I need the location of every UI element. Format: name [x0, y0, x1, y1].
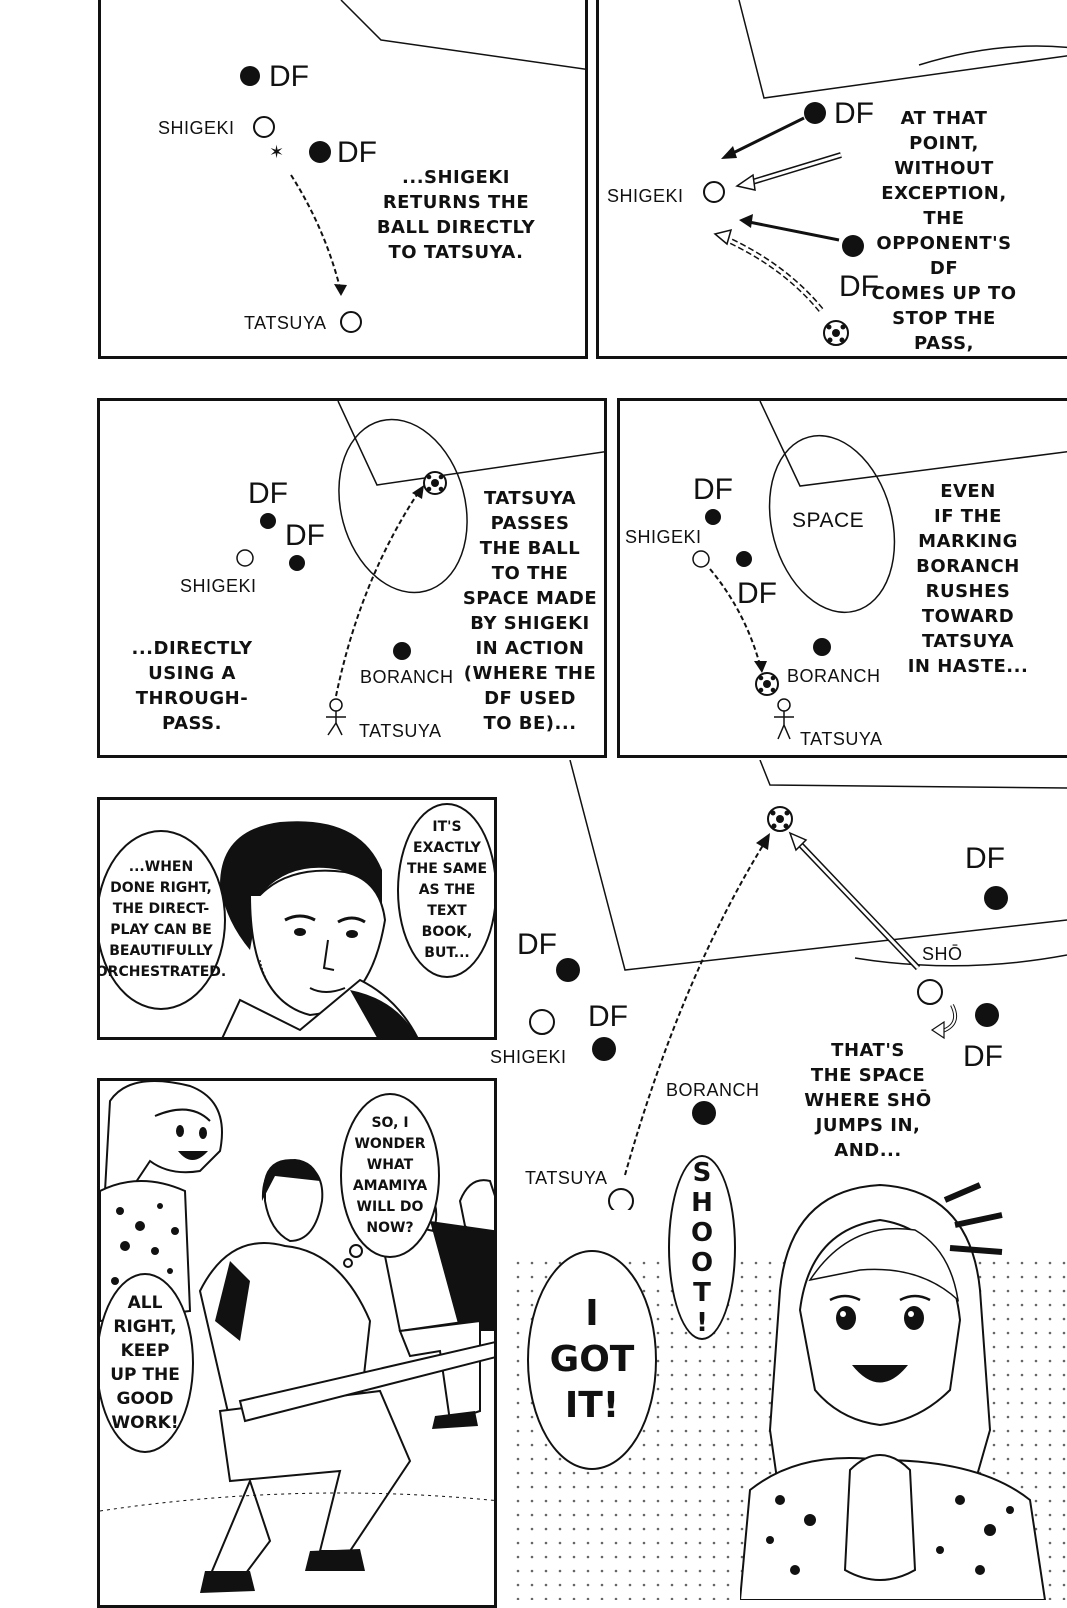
tactic-diagram-1: ✶ — [240, 0, 585, 333]
pass-arrow — [709, 568, 761, 666]
pass-arrow — [335, 492, 419, 697]
df-label: DF — [839, 270, 879, 303]
coach-illustration — [220, 821, 419, 1037]
df-player-marker — [705, 509, 721, 525]
df-player-marker — [309, 141, 331, 163]
speech-bubble-got-it: I GOT IT! — [527, 1250, 657, 1470]
boranch-player-marker — [393, 642, 411, 660]
shigeki-player-marker — [253, 116, 275, 138]
df-label: DF — [737, 577, 777, 610]
df-label: DF — [517, 928, 557, 961]
tatsuya-label: TATSUYA — [525, 1168, 608, 1188]
soccer-ball-icon — [767, 806, 793, 832]
tactic-diagram-2 — [703, 0, 1067, 346]
panel-bench: SO, I WONDER WHAT AMAMIYA WILL DO NOW? A… — [97, 1078, 497, 1608]
panel-through-pass: DF DF SHIGEKI BORANCH TATSUYA ...DIRECTL… — [97, 398, 607, 758]
speech-bubble-left: ...WHEN DONE RIGHT, THE DIRECT- PLAY CAN… — [100, 830, 226, 1010]
tactic-diagram-3 — [236, 401, 604, 736]
through-pass-arrow — [624, 841, 766, 1176]
tatsuya-figure — [326, 698, 346, 736]
narration-caption: AT THAT POINT, WITHOUT EXCEPTION, THE OP… — [871, 108, 1017, 354]
excitement-lines — [943, 1182, 1003, 1255]
coach-shirt — [221, 978, 419, 1037]
df-player-marker — [289, 555, 305, 571]
df-label: DF — [285, 519, 325, 552]
sho-player-marker — [917, 979, 943, 1005]
df-label: DF — [337, 136, 377, 169]
panel-coach: ...WHEN DONE RIGHT, THE DIRECT- PLAY CAN… — [97, 797, 497, 1040]
tatsuya-player-marker — [608, 1188, 634, 1210]
shigeki-label: SHIGEKI — [180, 576, 257, 596]
panel-marking-boranch: DF DF SHIGEKI SPACE BORANCH TATSUYA EVEN… — [617, 398, 1067, 758]
boranch-label: BORANCH — [360, 667, 454, 687]
df-player-marker — [842, 235, 864, 257]
speech-bubble-cheer: ALL RIGHT, KEEP UP THE GOOD WORK! — [100, 1273, 194, 1453]
pass-arrow — [290, 174, 342, 293]
shigeki-label: SHIGEKI — [607, 186, 684, 206]
df-player-marker — [804, 102, 826, 124]
df-player-marker — [260, 513, 276, 529]
panel-shigeki-returns: ✶ DF DF SHIGEKI TATSUYA ...SHIGEKI RETUR… — [98, 0, 588, 359]
shigeki-player-marker — [692, 550, 710, 568]
df-label: DF — [693, 473, 733, 506]
boranch-player-marker — [813, 638, 831, 656]
thought-bubble-tail — [343, 1244, 363, 1268]
soccer-ball-icon — [823, 320, 849, 346]
coach-hair — [220, 821, 382, 950]
df-player-marker — [592, 1037, 616, 1061]
tatsuya-figure — [774, 698, 794, 740]
narration-caption: ...DIRECTLY USING A THROUGH- PASS. — [131, 638, 253, 734]
df-player-marker — [556, 958, 580, 982]
sho-label: SHŌ — [922, 944, 963, 964]
svg-text:✶: ✶ — [269, 142, 284, 163]
soccer-ball-icon — [423, 471, 447, 495]
narration-caption: THAT'S THE SPACE WHERE SHŌ JUMPS IN, AND… — [804, 1040, 932, 1161]
boranch-player-marker — [692, 1101, 716, 1125]
df-label: DF — [963, 1040, 1003, 1073]
speech-bubble-right: IT'S EXACTLY THE SAME AS THE TEXT BOOK, … — [397, 803, 494, 978]
coach-sitting-figure — [198, 1159, 412, 1593]
df-player-marker — [240, 66, 260, 86]
thought-bubble: SO, I WONDER WHAT AMAMIYA WILL DO NOW? — [340, 1093, 440, 1258]
space-label: SPACE — [792, 509, 865, 532]
tactic-diagram-4 — [692, 401, 1067, 740]
df-label: DF — [965, 842, 1005, 875]
df-player-marker — [984, 886, 1008, 910]
girl-illustration — [740, 1182, 1047, 1600]
tatsuya-player-marker — [340, 311, 362, 333]
df-label: DF — [834, 97, 874, 130]
df-label: DF — [588, 1000, 628, 1033]
shigeki-player-marker — [529, 1009, 555, 1035]
shigeki-label: SHIGEKI — [625, 527, 702, 547]
narration-caption: TATSUYA PASSES THE BALL TO THE SPACE MAD… — [462, 488, 598, 734]
clasped-hands — [843, 1454, 917, 1581]
shigeki-player-marker — [236, 549, 254, 567]
speech-bubble-shoot: SHOOT! — [668, 1155, 736, 1340]
panel-df-comes-up: DF DF SHIGEKI AT THAT POINT, WITHOUT EXC… — [596, 0, 1067, 359]
bench — [238, 1341, 494, 1423]
boranch-label: BORANCH — [787, 666, 881, 686]
df-player-marker — [975, 1003, 999, 1027]
formation-diagram — [529, 760, 1067, 1210]
shigeki-player-marker — [703, 181, 725, 203]
tatsuya-label: TATSUYA — [800, 729, 883, 749]
shigeki-label: SHIGEKI — [490, 1047, 567, 1067]
tatsuya-label: TATSUYA — [359, 721, 442, 741]
coach-face — [248, 869, 387, 1017]
df-player-marker — [736, 551, 752, 567]
tatsuya-label: TATSUYA — [244, 313, 327, 333]
narration-caption: ...SHIGEKI RETURNS THE BALL DIRECTLY TO … — [376, 167, 536, 263]
soccer-ball-icon — [755, 672, 779, 696]
df-label: DF — [248, 477, 288, 510]
shigeki-label: SHIGEKI — [158, 118, 235, 138]
boranch-label: BORANCH — [666, 1080, 760, 1100]
narration-caption: EVEN IF THE MARKING BORANCH RUSHES TOWAR… — [907, 481, 1029, 677]
df-label: DF — [269, 60, 309, 93]
